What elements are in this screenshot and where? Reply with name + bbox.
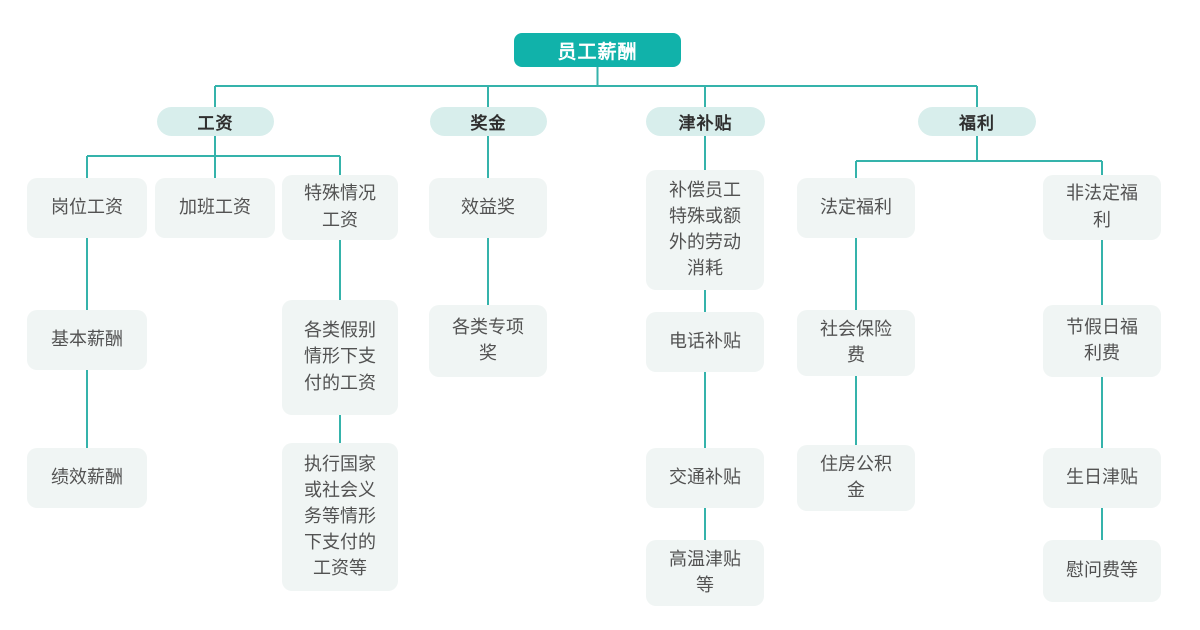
node-heat-allowance: 高温津贴等 [646, 540, 764, 606]
node-base-pay: 基本薪酬 [27, 310, 147, 370]
node-statutory-benefits: 法定福利 [797, 178, 915, 238]
node-extra-labor-compensation: 补偿员工特殊或额外的劳动消耗 [646, 170, 764, 290]
node-transport-allowance: 交通补贴 [646, 448, 764, 508]
connector-path [86, 67, 1103, 540]
node-employee-compensation: 员工薪酬 [514, 33, 681, 67]
node-social-insurance: 社会保险费 [797, 310, 915, 376]
node-wages: 工资 [157, 107, 274, 136]
node-housing-fund: 住房公积金 [797, 445, 915, 511]
node-performance-pay: 绩效薪酬 [27, 448, 147, 508]
node-non-statutory-benefits: 非法定福利 [1043, 175, 1161, 240]
node-position-wage: 岗位工资 [27, 178, 147, 238]
node-special-bonuses: 各类专项奖 [429, 305, 547, 377]
node-holiday-welfare: 节假日福利费 [1043, 305, 1161, 377]
node-benefits: 福利 [918, 107, 1036, 136]
node-leave-wages: 各类假别情形下支付的工资 [282, 300, 398, 415]
node-efficiency-bonus: 效益奖 [429, 178, 547, 238]
node-allowances: 津补贴 [646, 107, 765, 136]
node-bonus: 奖金 [430, 107, 547, 136]
node-civic-duty-wages: 执行国家或社会义务等情形下支付的工资等 [282, 443, 398, 591]
node-overtime-wage: 加班工资 [155, 178, 275, 238]
node-special-situation-wage: 特殊情况工资 [282, 175, 398, 240]
node-condolence-fee: 慰问费等 [1043, 540, 1161, 602]
node-birthday-allowance: 生日津贴 [1043, 448, 1161, 508]
node-phone-allowance: 电话补贴 [646, 312, 764, 372]
